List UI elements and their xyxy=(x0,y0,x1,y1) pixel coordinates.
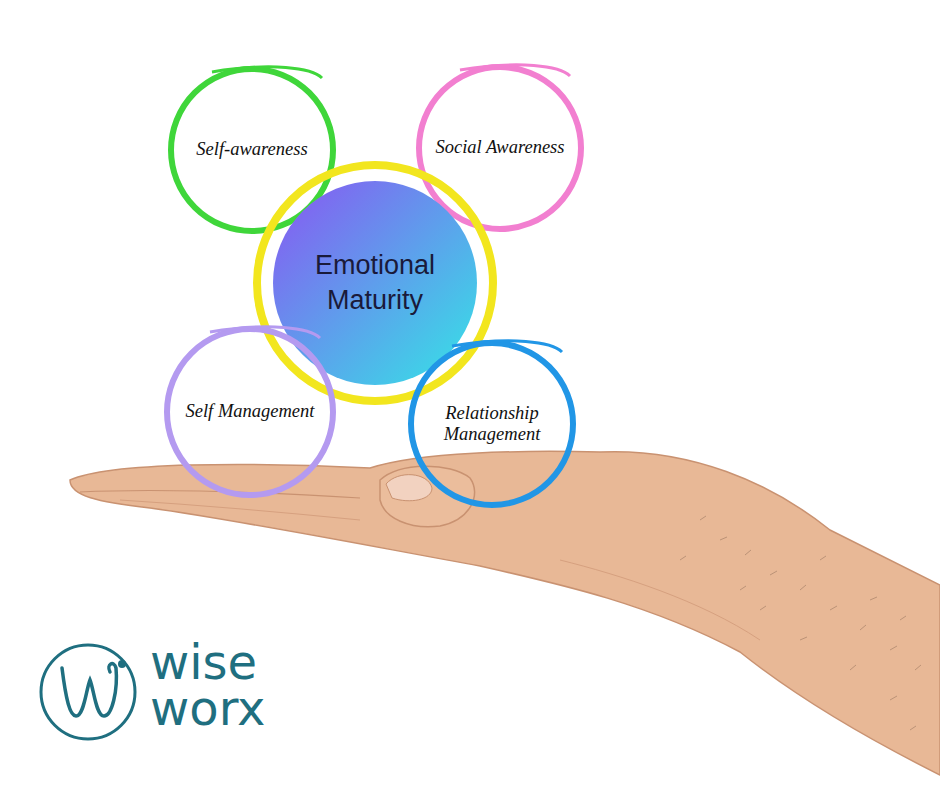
node-text: Self-awareness xyxy=(196,139,307,160)
node-text: Social Awareness xyxy=(436,137,565,158)
yellow-ring xyxy=(257,165,493,401)
central-circle: Emotional Maturity xyxy=(251,159,499,407)
node-text: Self Management xyxy=(186,401,315,422)
node-text: Relationship Management xyxy=(417,403,567,446)
brush-ring xyxy=(419,67,581,229)
logo-wordmark: wise worx xyxy=(150,640,300,731)
hand xyxy=(70,451,940,775)
logo-mark xyxy=(41,645,135,739)
circle-outline xyxy=(251,159,499,407)
brush-tail xyxy=(452,341,562,352)
competency-circle: Self Management xyxy=(162,324,338,500)
competency-circle: Relationship Management xyxy=(406,338,578,510)
brush-tail xyxy=(212,67,322,78)
brush-tail xyxy=(460,65,570,76)
brush-tail xyxy=(210,327,320,338)
brush-ring xyxy=(167,329,333,495)
node-text: Emotional Maturity xyxy=(288,248,463,318)
brush-ring xyxy=(411,343,573,505)
